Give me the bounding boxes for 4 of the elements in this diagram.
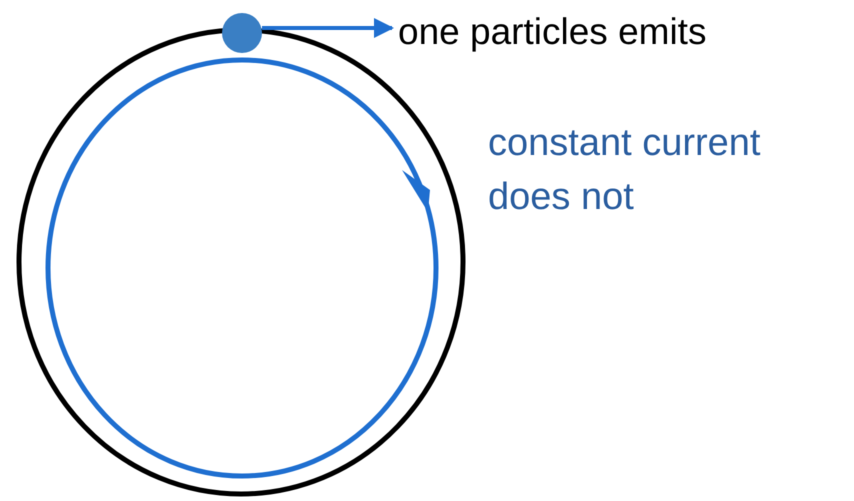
note-text: constant current does not bbox=[488, 121, 762, 220]
particle-dot bbox=[222, 13, 262, 53]
particle-label: one particles emits bbox=[398, 8, 838, 56]
arrow bbox=[262, 18, 394, 38]
